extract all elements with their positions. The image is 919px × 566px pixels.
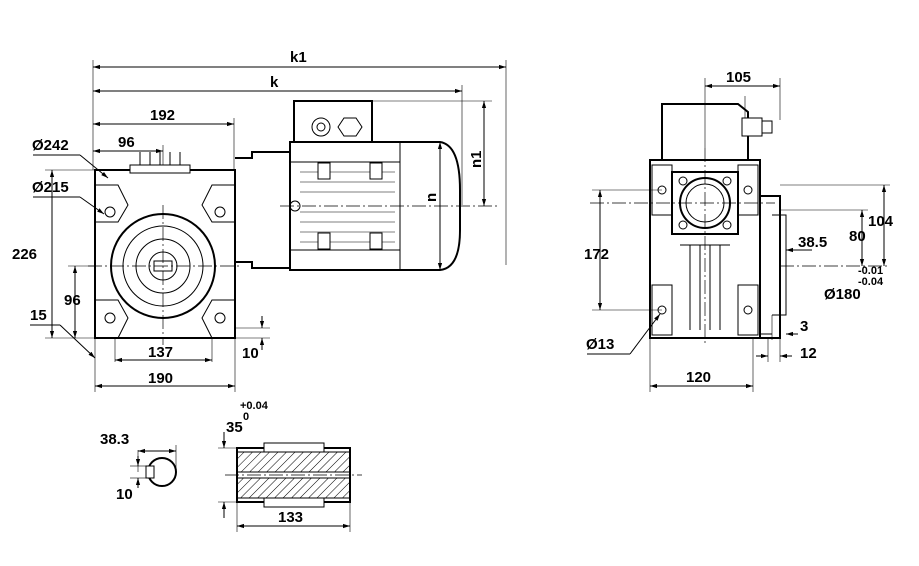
dim-104: 104 (868, 213, 894, 230)
dim-dia-215: Ø215 (32, 179, 69, 196)
motor-fins (289, 162, 395, 250)
dim-n1: n1 (468, 150, 485, 168)
dim-15: 15 (30, 307, 47, 324)
dim-n: n (423, 193, 440, 202)
end-view (590, 96, 890, 345)
hollow-shaft-section: 35 +0.04 0 133 (218, 400, 362, 532)
end-view-dimensions: 105 172 104 80 38.5 -0.01 -0.04 Ø180 3 Ø… (584, 69, 894, 392)
tol-minus-upper: -0.01 (858, 265, 883, 277)
dim-3: 3 (800, 318, 808, 335)
dim-10-key: 10 (116, 486, 133, 503)
front-view-dimensions: k1 k 192 96 Ø242 Ø215 226 96 15 (12, 49, 507, 392)
dim-120: 120 (686, 369, 711, 386)
dim-k1: k1 (290, 49, 307, 66)
dim-137: 137 (148, 344, 173, 361)
dim-172: 172 (584, 246, 609, 263)
dim-dia-242: Ø242 (32, 137, 69, 154)
tol-minus-lower: -0.04 (858, 276, 884, 288)
dim-38-5: 38.5 (798, 234, 827, 251)
dim-192: 192 (150, 107, 175, 124)
dim-96-left: 96 (64, 292, 81, 309)
dim-226: 226 (12, 246, 37, 263)
tol-plus-lower: 0 (243, 411, 249, 423)
cooling-ribs (129, 152, 191, 174)
dim-12: 12 (800, 345, 817, 362)
dim-dia-13: Ø13 (586, 336, 614, 353)
dim-dia-180: Ø180 (824, 286, 861, 303)
dim-38-3: 38.3 (100, 431, 129, 448)
dim-35: 35 (226, 419, 243, 436)
dim-105: 105 (726, 69, 751, 86)
keyway-detail: 38.3 10 (100, 431, 177, 503)
dim-96-top: 96 (118, 134, 135, 151)
dim-190: 190 (148, 370, 173, 387)
dim-133: 133 (278, 509, 303, 526)
dim-k: k (270, 74, 279, 91)
front-view (88, 100, 500, 345)
dim-10-right: 10 (242, 345, 259, 362)
dim-80: 80 (849, 228, 866, 245)
tol-plus-upper: +0.04 (240, 400, 269, 412)
